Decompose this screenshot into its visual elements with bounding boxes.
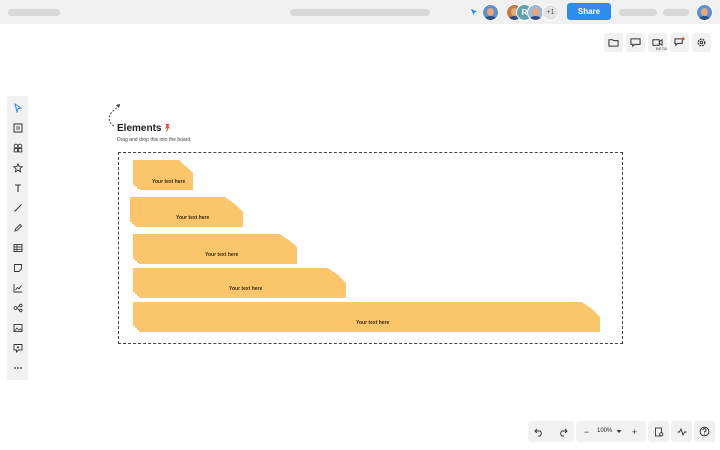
stacked-banner-shape[interactable] [133,268,346,298]
text-tool[interactable] [10,180,25,195]
shape-label: Your text here [176,215,210,221]
stacked-banner-shape[interactable] [133,234,297,264]
table-icon [13,243,22,252]
zoom-out-button[interactable]: − [583,426,590,437]
pen-tool[interactable] [10,220,25,235]
history-controls [528,421,574,442]
mindmap-tool[interactable] [10,300,25,315]
folder-icon [608,39,619,47]
pushpin-icon [164,123,171,132]
left-toolbar [7,96,28,380]
line-tool[interactable] [10,200,25,215]
image-icon [13,323,22,332]
shapes-icon [13,143,22,152]
star-tool[interactable] [10,160,25,175]
redo-icon [559,428,568,436]
more-collaborators-badge[interactable]: +1 [542,4,559,21]
share-button[interactable]: Share [567,3,611,20]
shape-label: Your text here [229,286,263,292]
shape-label: Your text here [152,179,186,185]
mindmap-icon [13,303,22,312]
top-bar: R +1 Share [0,0,720,24]
image-tool[interactable] [10,320,25,335]
comment-button[interactable] [626,33,645,52]
shape-label: Your text here [356,320,390,326]
drop-area[interactable] [118,152,623,344]
fit-control [648,421,669,442]
zoom-controls [576,421,646,442]
help-button[interactable] [694,421,715,442]
menu-placeholder[interactable] [663,9,689,16]
templates-icon [13,123,22,132]
chat-notification-icon [674,37,685,47]
avatar[interactable] [482,4,499,21]
stacked-shapes [130,160,600,332]
settings-button[interactable] [692,33,711,52]
chevron-down-icon[interactable] [616,429,622,434]
fit-to-screen-button[interactable] [648,421,669,442]
help-icon [699,426,710,437]
activity-button[interactable] [671,421,692,442]
undo-icon [533,428,542,436]
follow-cursor-icon[interactable] [470,8,479,17]
zoom-level[interactable]: 100% [597,428,613,434]
templates-tool[interactable] [10,120,25,135]
shapes-tool[interactable] [10,140,25,155]
folder-button[interactable] [604,33,623,52]
select-tool[interactable] [10,100,25,115]
more-tools[interactable] [10,360,25,375]
pen-icon [13,223,22,232]
select-icon [13,102,22,113]
activity-icon [677,427,686,436]
shape-label: Your text here [205,252,239,258]
sticky-note-icon [13,263,22,272]
user-avatar[interactable] [696,4,713,21]
embed-tool[interactable] [10,340,25,355]
avatar[interactable] [527,4,544,21]
more-icon [13,366,22,369]
star-icon [12,162,23,173]
chart-tool[interactable] [10,280,25,295]
video-icon [652,38,663,47]
chart-icon [13,283,22,292]
panel-title: Elements [117,123,162,134]
text-icon [14,183,21,192]
table-tool[interactable] [10,240,25,255]
breadcrumb-placeholder [290,9,430,16]
video-button[interactable] [648,33,667,52]
comment-icon [630,38,641,48]
zoom-in-button[interactable]: + [631,426,638,437]
stacked-banner-shape[interactable] [130,197,243,227]
panel-subtitle: Drag and drop this into the board. [117,137,192,143]
line-icon [13,203,22,212]
settings-icon [697,38,706,47]
chat-button[interactable] [670,33,689,52]
board-title-placeholder[interactable] [8,9,60,16]
redo-button[interactable] [552,421,573,442]
undo-button[interactable] [528,421,549,442]
stacked-banner-shape[interactable] [133,160,193,190]
beta-badge: BETA [656,46,667,51]
stacked-banner-shape[interactable] [133,302,600,332]
menu-placeholder[interactable] [619,9,657,16]
drag-hint-arrow-icon [108,104,120,127]
page-settings-icon [654,427,663,436]
sticky-note-tool[interactable] [10,260,25,275]
embed-icon [13,343,22,353]
